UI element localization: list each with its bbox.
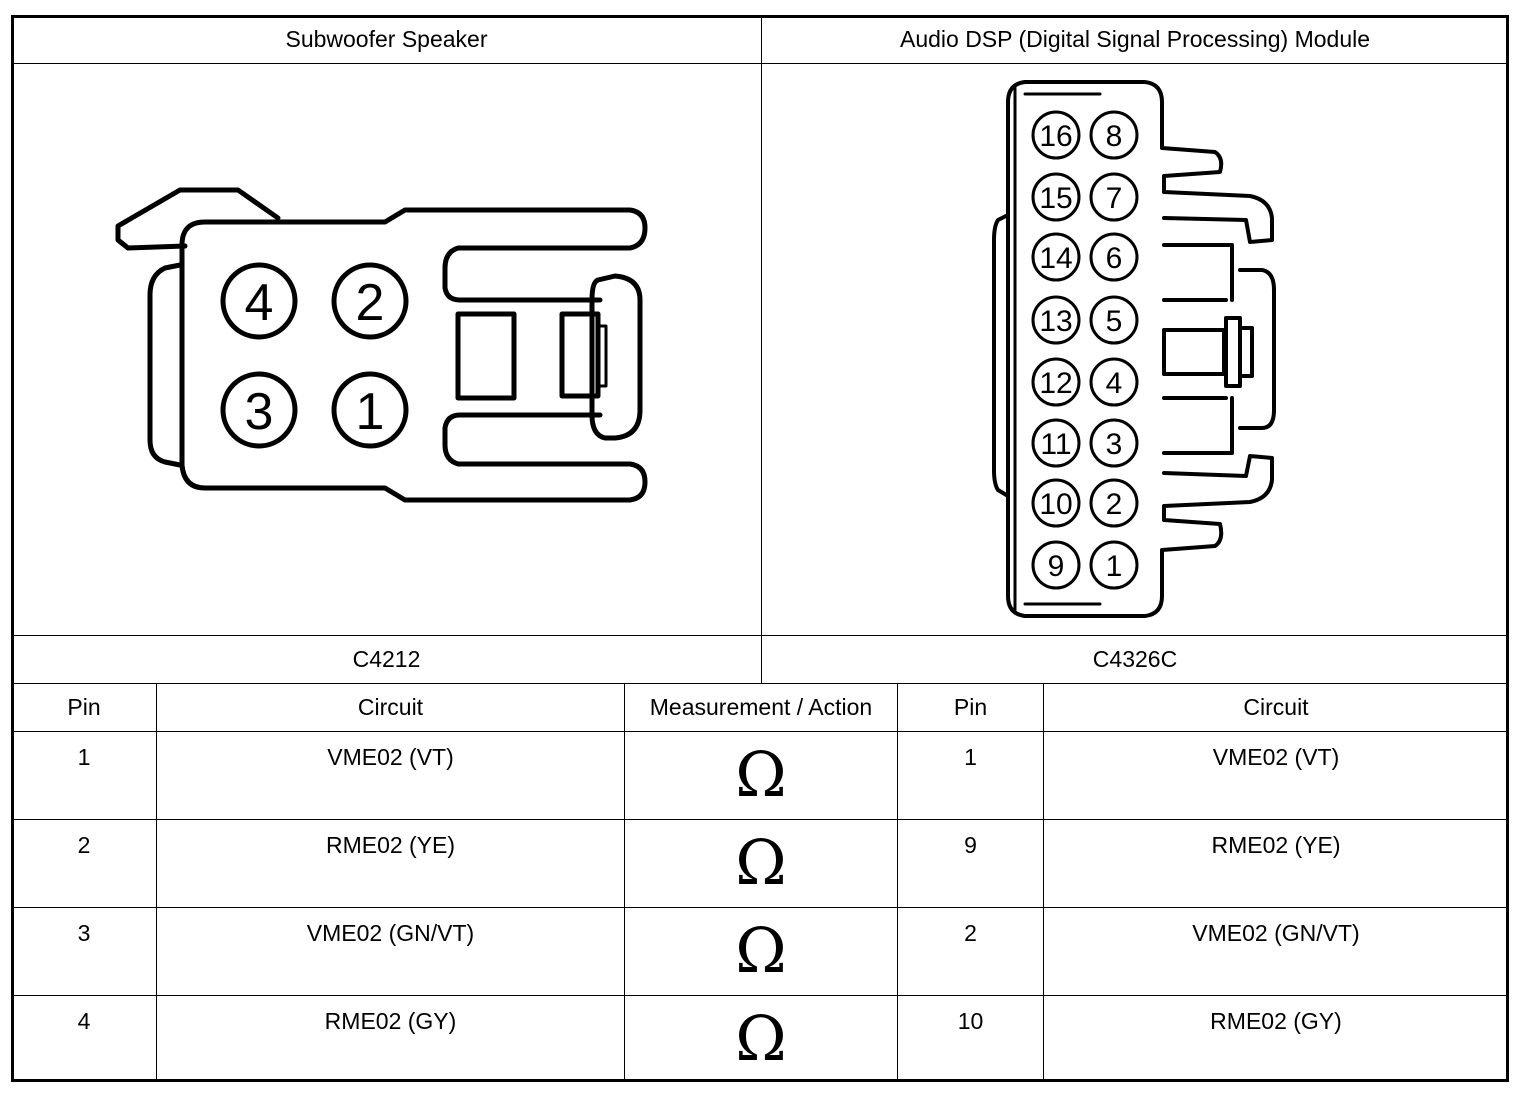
pin-label: 3 (245, 383, 274, 441)
divider (624, 683, 625, 1080)
pin-label: 14 (1039, 242, 1072, 275)
divider (761, 16, 762, 683)
column-header-pin: Pin (67, 694, 101, 720)
pin-label: 12 (1039, 367, 1072, 400)
column-header-circuit: Circuit (357, 694, 424, 720)
ohm-symbol-icon: Ω (735, 1002, 787, 1075)
table-cell-circuit: RME02 (YE) (325, 832, 456, 858)
table-cell-pin: 3 (77, 920, 91, 946)
pin-label: 6 (1106, 242, 1123, 275)
table-cell-pin: 10 (957, 1008, 984, 1034)
divider (1043, 683, 1044, 1080)
table-cell-circuit: RME02 (GY) (1210, 1008, 1342, 1034)
column-header-measurement-action: Measurement / Action (649, 694, 873, 720)
pin-label: 10 (1039, 488, 1072, 521)
left-component-title: Subwoofer Speaker (285, 26, 488, 52)
pin-label: 9 (1048, 550, 1065, 583)
pin-label: 16 (1039, 120, 1072, 153)
pin-label: 5 (1106, 305, 1123, 338)
pin-label: 4 (1106, 367, 1123, 400)
divider (12, 63, 1508, 64)
divider (156, 683, 157, 1080)
pin-label: 1 (356, 383, 385, 441)
table-cell-pin: 1 (77, 744, 91, 770)
pin-label: 7 (1106, 182, 1123, 215)
column-header-circuit: Circuit (1243, 694, 1309, 720)
pin-label: 11 (1040, 428, 1071, 461)
diagram-frame (11, 15, 1509, 1082)
right-component-title: Audio DSP (Digital Signal Processing) Mo… (899, 26, 1371, 52)
divider (897, 683, 898, 1080)
divider (12, 907, 1508, 908)
table-cell-circuit: RME02 (YE) (1211, 832, 1341, 858)
table-cell-circuit: RME02 (GY) (324, 1008, 457, 1034)
table-cell-circuit: VME02 (VT) (327, 744, 454, 770)
table-cell-circuit: VME02 (VT) (1212, 744, 1340, 770)
table-cell-circuit: VME02 (GN/VT) (306, 920, 475, 946)
pin-label: 3 (1106, 428, 1123, 461)
pin-label: 8 (1106, 120, 1123, 153)
ohm-symbol-icon: Ω (735, 914, 787, 987)
pin-label: 1 (1106, 550, 1123, 583)
pin-label: 4 (245, 274, 274, 332)
right-connector-id: C4326C (1092, 646, 1178, 672)
table-cell-pin: 4 (77, 1008, 91, 1034)
pin-label: 13 (1039, 305, 1072, 338)
pin-label: 2 (356, 274, 385, 332)
ohm-symbol-icon: Ω (735, 826, 787, 899)
table-cell-pin: 2 (77, 832, 91, 858)
pin-label: 15 (1039, 182, 1072, 215)
pin-label: 2 (1106, 488, 1123, 521)
ohm-symbol-icon: Ω (735, 738, 787, 811)
table-cell-circuit: VME02 (GN/VT) (1192, 920, 1360, 946)
divider (12, 731, 1508, 732)
divider (12, 683, 1508, 684)
divider (12, 995, 1508, 996)
left-connector-id: C4212 (352, 646, 421, 672)
divider (12, 635, 1508, 636)
table-cell-pin: 9 (964, 832, 977, 858)
table-cell-pin: 2 (964, 920, 977, 946)
divider (12, 819, 1508, 820)
column-header-pin: Pin (953, 694, 988, 720)
table-cell-pin: 1 (964, 744, 977, 770)
